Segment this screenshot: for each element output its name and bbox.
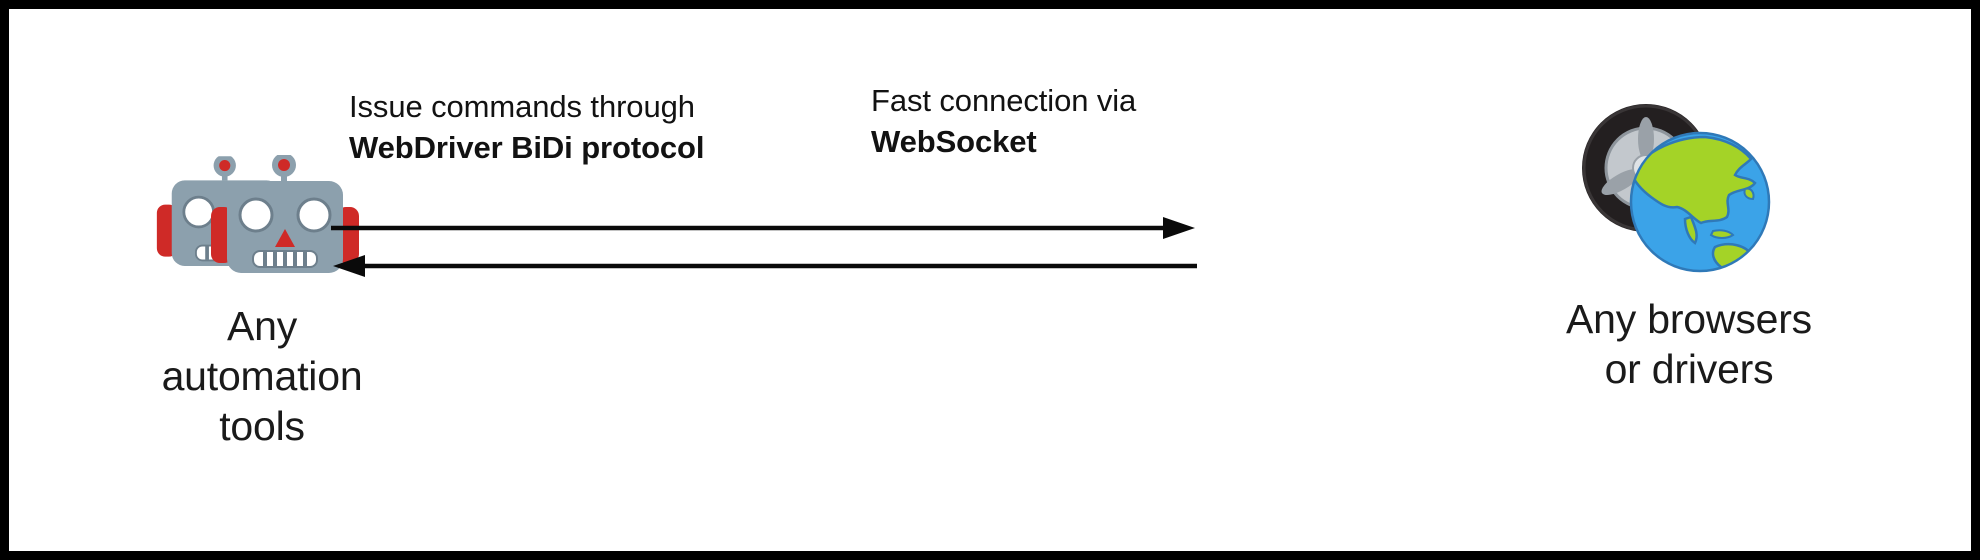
- diagram-canvas: Any automation tools Issue commands thro…: [9, 9, 1971, 551]
- arrow-right-icon: [331, 217, 1195, 239]
- browser-icon-stack: [1569, 99, 1809, 274]
- robot-icon-stack: [147, 129, 377, 279]
- robot-face-icon: [211, 155, 359, 273]
- arrow-left-icon: [333, 255, 1197, 277]
- edge-label-connection-line1: Fast connection via: [871, 83, 1137, 118]
- node-automation-tools-caption: Any automation tools: [161, 303, 363, 450]
- globe-showing-asia-australia-icon: [1629, 131, 1771, 273]
- arrow-group: [329, 214, 1199, 284]
- edge-label-connection: Fast connection via WebSocket: [871, 81, 1136, 163]
- node-browsers-caption: Any browsers or drivers: [1566, 296, 1812, 393]
- edge-label-commands: Issue commands through WebDriver BiDi pr…: [349, 87, 705, 169]
- edge-label-commands-line1: Issue commands through: [349, 89, 695, 124]
- node-automation-tools: Any automation tools: [107, 129, 417, 451]
- edge-label-commands-line2: WebDriver BiDi protocol: [349, 129, 705, 165]
- node-browsers: Any browsers or drivers: [1489, 99, 1889, 394]
- edge-label-connection-line2: WebSocket: [871, 123, 1037, 159]
